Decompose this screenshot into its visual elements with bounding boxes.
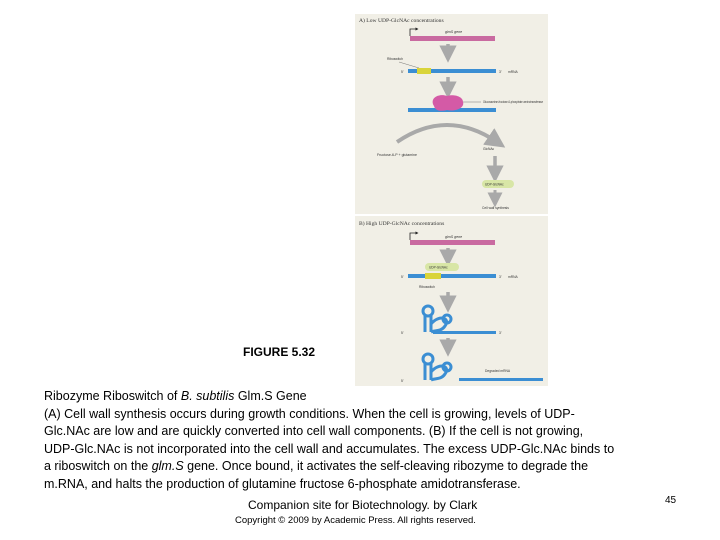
glms-gene-bar [410,36,495,41]
promoter-arrow-b [409,231,419,240]
caption-line-5-suffix: gene. Once bound, it activates the self-… [183,459,589,473]
three-prime-label-b: 3' [499,275,502,279]
caption-line-4: UDP-Glc.NAc is not incorporated into the… [44,441,615,456]
caption-heading-prefix: Ribozyme Riboswitch of [44,389,181,403]
three-prime-label: 3' [499,70,502,74]
panel-a: A) Low UDP-GlcNAc concentrations glmS ge… [355,14,548,214]
five-prime-label-b: 5' [401,275,404,279]
promoter-arrow [409,27,419,36]
cleaved-riboswitch [421,352,453,382]
mrna-label: mRNA [508,70,519,74]
ligand-label: UDP-GlcNAc [429,266,448,270]
riboswitch-label: Riboswitch [387,57,403,61]
gene-label-b: glmS gene [445,235,462,239]
figure-caption: Ribozyme Riboswitch of B. subtilis Glm.S… [44,388,684,493]
caption-line-3: Glc.NAc are low and are quickly converte… [44,424,584,438]
riboswitch-segment [417,68,431,74]
caption-line-6: m.RNA, and halts the production of gluta… [44,476,521,491]
degraded-mrna-label: Degraded mRNA [485,369,511,373]
organism-name: B. subtilis [180,389,235,403]
substrate-right-label: GlcNAc [483,147,495,151]
five-prime-label-b2: 5' [401,331,404,335]
companion-site-text: Companion site for Biotechnology. by Cla… [248,498,478,512]
panel-b-title: B) High UDP-GlcNAc concentrations [359,220,444,227]
enzyme-label: Glucosamine-fructose-6-phosphate aminotr… [483,100,543,104]
panel-a-background [355,14,548,214]
glms-gene-bar-b [410,240,495,245]
mrna-label-b: mRNA [508,275,519,279]
product-box [482,180,514,188]
caption-line-5: a riboswitch on the glm.S gene. Once bou… [44,458,684,476]
caption-gene-italic: glm.S [151,459,184,473]
three-prime-label-b2: 3' [499,331,502,335]
riboswitch-figure: A) Low UDP-GlcNAc concentrations glmS ge… [355,14,548,386]
riboswitch-pointer [398,61,420,69]
reaction-arc [395,123,506,148]
five-prime-label: 5' [401,70,404,74]
mrna-strand [408,69,496,73]
panel-a-title: A) Low UDP-GlcNAc concentrations [359,17,444,24]
product-label: UDP-GlcNAc [485,183,504,187]
mrna-strand-b [408,274,496,278]
caption-line-5-prefix: a riboswitch on the [44,459,152,473]
degraded-mrna-fragment [459,378,543,381]
cell-wall-label: Cell wall synthesis [482,206,509,210]
figure-title: FIGURE 5.32 [243,345,316,359]
folded-riboswitch [421,304,453,334]
ligand-box [425,263,459,271]
riboswitch-segment-b [425,273,441,279]
five-prime-label-b3: 5' [401,379,404,383]
gene-name: Glm.S [234,389,273,403]
substrate-left-label: Fructose-6-P + glutamine [377,153,417,157]
mrna-tail-b [433,331,496,334]
slide-number: 45 [665,495,677,506]
gene-label: glmS gene [445,30,462,34]
panel-b: B) High UDP-GlcNAc concentrations glmS g… [355,216,548,386]
caption-heading-suffix: Gene [272,389,307,403]
caption-line-2: (A) Cell wall synthesis occurs during gr… [44,406,575,421]
copyright-text: Copyright © 2009 by Academic Press. All … [235,515,476,526]
riboswitch-label-b: Riboswitch [419,285,435,289]
caption-heading: Ribozyme Riboswitch of B. subtilis Glm.S… [44,388,684,406]
enzyme-blob [432,95,464,111]
